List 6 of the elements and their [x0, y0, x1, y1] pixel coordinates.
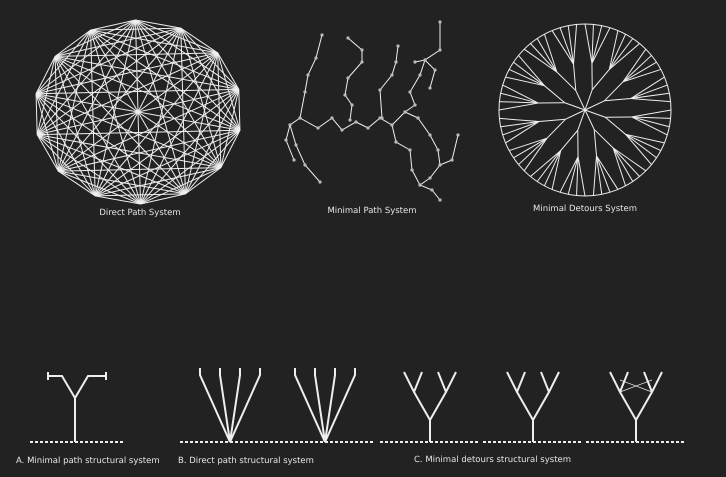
figure-caption: Minimal Path System — [327, 206, 417, 216]
figure-caption: C. Minimal detours structural system — [414, 455, 572, 465]
figure-caption: A. Minimal path structural system — [16, 456, 160, 466]
figure-caption: Minimal Detours System — [533, 204, 637, 214]
figure-caption: B. Direct path structural system — [178, 456, 314, 466]
figure-caption: Direct Path System — [99, 208, 181, 218]
